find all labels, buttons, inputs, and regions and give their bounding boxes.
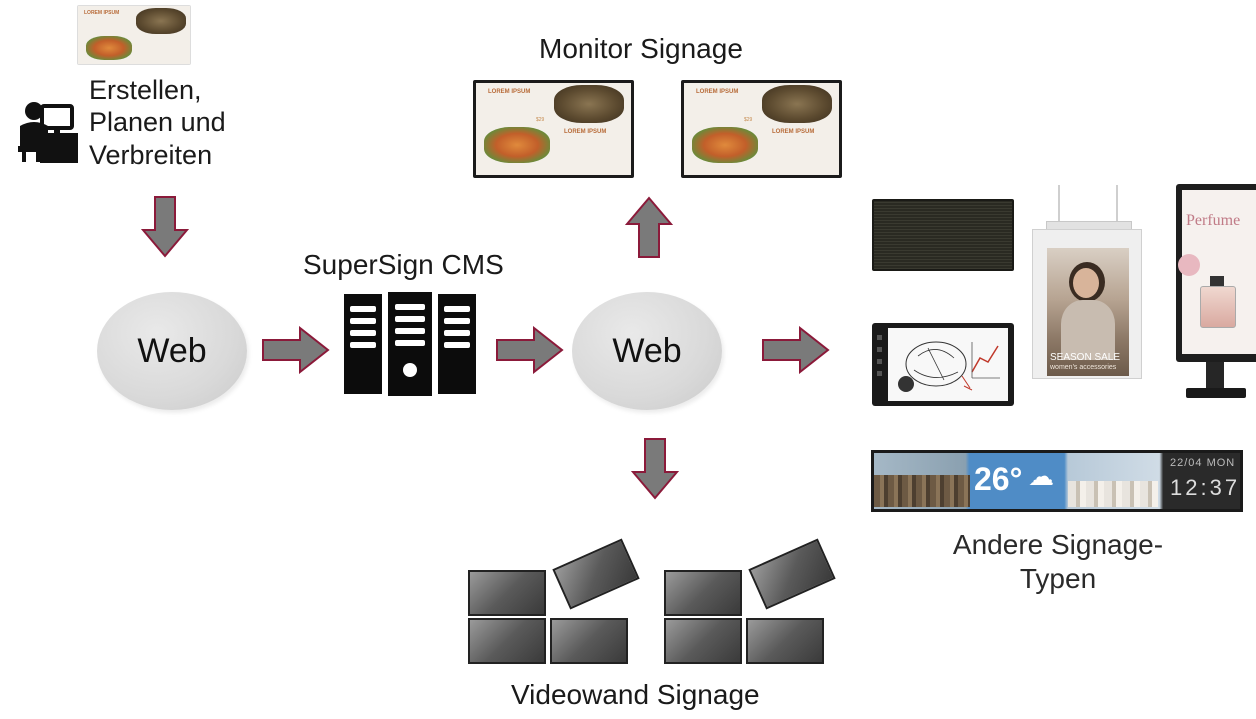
season-sale-text: SEASON SALE: [1050, 352, 1121, 363]
web-node-2-label: Web: [612, 331, 682, 370]
videowall-group-1: [468, 538, 643, 666]
creator-label-line-1: Erstellen,: [89, 75, 202, 105]
thumbnail-title: LOREM IPSUM: [84, 10, 120, 16]
web-node-2: Web: [572, 292, 722, 410]
standing-kiosk-display: Perfume: [1176, 184, 1256, 400]
arrow-right-2: [496, 326, 564, 374]
videowall-group-2: [664, 538, 839, 666]
monitor-2-title-2: LOREM IPSUM: [772, 129, 815, 135]
server-icon: [344, 292, 476, 396]
creator-label-line-3: Verbreiten: [89, 139, 213, 170]
perfume-text: Perfume: [1186, 212, 1241, 229]
other-signage-label-line-1: Andere Signage-: [952, 529, 1164, 560]
arrow-up-to-monitor: [625, 196, 673, 258]
weather-temperature: 26°: [974, 461, 1023, 497]
led-panel-display: [872, 199, 1014, 271]
clock-time: 12:37: [1170, 475, 1240, 500]
arrow-down-to-web: [141, 196, 189, 258]
accessories-text: women's accessories: [1050, 364, 1117, 371]
monitor-1-title-2: LOREM IPSUM: [564, 129, 607, 135]
monitor-signage-label: Monitor Signage: [539, 33, 743, 64]
weather-icon: ☁: [1028, 461, 1054, 491]
arrow-right-1: [262, 326, 330, 374]
other-signage-label: Andere Signage- Typen: [942, 528, 1174, 595]
monitor-1-title: LOREM IPSUM: [488, 89, 531, 95]
monitor-display-2: LOREM IPSUM LOREM IPSUM $29: [681, 80, 842, 178]
monitor-display-1: LOREM IPSUM LOREM IPSUM $29: [473, 80, 634, 178]
clock-date: 22/04 MON: [1170, 457, 1236, 469]
arrow-right-3: [762, 326, 830, 374]
monitor-1-price: $29: [536, 117, 545, 123]
web-node-1: Web: [97, 292, 247, 410]
creator-label: Erstellen, Planen und Verbreiten: [89, 74, 226, 171]
monitor-2-price: $29: [744, 117, 753, 123]
person-at-computer-icon: [12, 100, 78, 164]
other-signage-label-line-2: Typen: [1019, 562, 1097, 594]
web-node-1-label: Web: [137, 331, 207, 370]
stretched-banner-display: 26° ☁ 22/04 MON 12:37: [871, 450, 1243, 512]
creator-label-line-2: Planen und: [89, 107, 226, 138]
monitor-2-title: LOREM IPSUM: [696, 89, 739, 95]
arrow-down-to-videowall: [631, 438, 679, 500]
interactive-whiteboard-display: [872, 323, 1014, 406]
videowall-label: Videowand Signage: [511, 679, 760, 710]
cms-label: SuperSign CMS: [303, 249, 504, 280]
hanging-display: SEASON SALE women's accessories: [1032, 185, 1142, 379]
content-thumbnail: LOREM IPSUM: [77, 5, 191, 65]
